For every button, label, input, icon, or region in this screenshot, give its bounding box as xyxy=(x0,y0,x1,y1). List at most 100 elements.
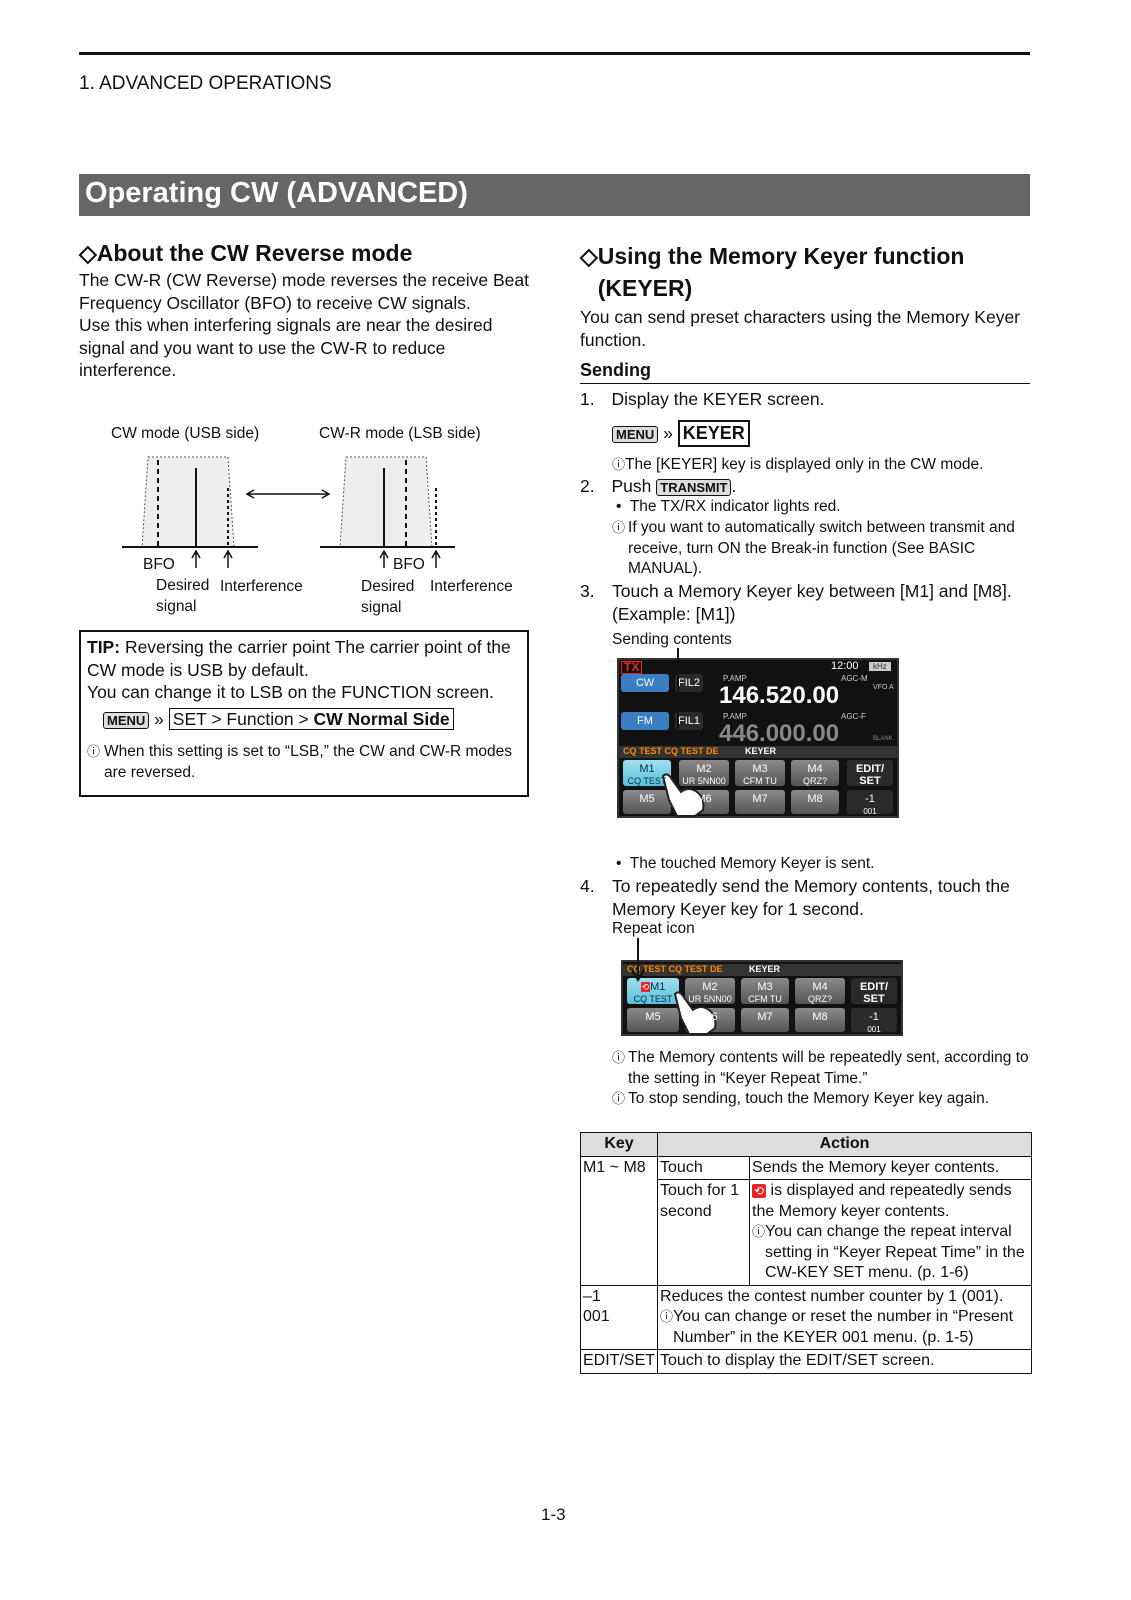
m5-button[interactable]: M5 xyxy=(623,790,671,814)
bullet-sent: • The touched Memory Keyer is sent. xyxy=(616,855,875,872)
note-text: If you want to automatically switch betw… xyxy=(628,519,1015,577)
keyer-menu-path: MENU » KEYER xyxy=(612,420,750,447)
action-cell: Reduces the contest number counter by 1 … xyxy=(657,1284,1032,1350)
keyer-screen: TX 12:00 kHz CW FIL2 P.AMP AGC-M 146.520… xyxy=(617,658,899,818)
step-1: 1. Display the KEYER screen. xyxy=(580,388,825,411)
cw-reverse-para2: Use this when interfering signals are ne… xyxy=(79,315,493,380)
tx-indicator: TX xyxy=(621,661,643,674)
m7-button[interactable]: M7 xyxy=(741,1008,789,1032)
mode-cw-button[interactable]: CW xyxy=(621,674,669,692)
note-text: You can change or reset the number in “P… xyxy=(673,1308,1014,1346)
tip-text: Reversing the carrier point The carrier … xyxy=(87,637,511,680)
menu-key[interactable]: MENU xyxy=(103,711,150,729)
hand-pointer-icon xyxy=(661,773,705,817)
cw-reverse-title: ◇About the CW Reverse mode xyxy=(79,240,413,266)
pointer-arrow xyxy=(631,938,645,982)
bullet-txrx: • The TX/RX indicator lights red. xyxy=(616,498,841,515)
interference-label-usb: Interference xyxy=(220,578,303,595)
separator: » xyxy=(663,423,673,443)
info-icon: ⓘ xyxy=(660,1309,674,1324)
bullet-text: The TX/RX indicator lights red. xyxy=(629,498,841,515)
table-row: Touch for 1 second⟲ is displayed and rep… xyxy=(581,1179,1032,1286)
direction-arrow xyxy=(245,489,331,499)
tip-note: When this setting is set to “LSB,” the C… xyxy=(104,743,513,781)
page-number: 1-3 xyxy=(541,1505,566,1524)
sub-frequency: 446.000.00 xyxy=(719,720,840,747)
filter-button[interactable]: FIL1 xyxy=(675,712,703,730)
action-type: Touch xyxy=(657,1155,751,1180)
action-type: Touch for 1 second xyxy=(657,1179,751,1286)
mode-fm-button[interactable]: FM xyxy=(621,712,669,730)
lsb-passband xyxy=(320,456,455,568)
info-icon: ⓘ xyxy=(612,520,626,535)
usb-passband xyxy=(122,456,258,568)
info-icon: ⓘ xyxy=(612,457,626,472)
usb-label: CW mode (USB side) xyxy=(111,425,260,442)
step-2: 2. Push TRANSMIT. xyxy=(580,476,737,496)
step-number: 4. xyxy=(580,876,595,896)
note-keyer-cw: ⓘThe [KEYER] key is displayed only in th… xyxy=(612,455,983,476)
filter-button[interactable]: FIL2 xyxy=(675,674,703,692)
sending-contents-label: Sending contents xyxy=(612,631,732,648)
action-cell: ⟲ is displayed and repeatedly sends the … xyxy=(749,1179,1032,1286)
diamond-icon: ◇ xyxy=(580,243,598,269)
edit-set-button[interactable]: EDIT/SET xyxy=(847,760,893,787)
lsb-label: CW-R mode (LSB side) xyxy=(319,425,481,442)
desired-label-lsb: Desired signal xyxy=(361,578,415,616)
pointer-arrow xyxy=(671,648,685,748)
note-text: You can change the repeat interval setti… xyxy=(765,1223,1025,1281)
note-text: The Memory contents will be repeatedly s… xyxy=(628,1049,1029,1087)
vfo-label: VFO A xyxy=(873,684,894,691)
keyer-text: CQ TEST CQ TEST DE xyxy=(627,964,723,974)
action-cell: Sends the Memory keyer contents. xyxy=(749,1155,1032,1180)
bullet-text: The touched Memory Keyer is sent. xyxy=(629,855,875,872)
repeat-icon-label: Repeat icon xyxy=(612,920,695,937)
m5-button[interactable]: M5 xyxy=(627,1008,679,1032)
blank-label: BLANK xyxy=(873,736,893,742)
action-cell: Touch to display the EDIT/SET screen. xyxy=(657,1349,1032,1374)
tip-label: TIP: xyxy=(87,637,121,657)
tip-text2: You can change it to LSB on the FUNCTION… xyxy=(87,682,494,702)
keyer-text: CQ TEST CQ TEST DE xyxy=(623,746,719,756)
info-icon: ⓘ xyxy=(612,1091,626,1106)
m8-button[interactable]: M8 xyxy=(795,1008,845,1032)
step-number: 1. xyxy=(580,389,595,409)
memory-keyer-intro: You can send preset characters using the… xyxy=(580,307,1021,350)
m8-button[interactable]: M8 xyxy=(791,790,839,814)
menu-key[interactable]: MENU xyxy=(612,426,659,443)
bfo-label-lsb: BFO xyxy=(393,556,425,573)
note-text: The [KEYER] key is displayed only in the… xyxy=(625,456,984,473)
tip-box: TIP: Reversing the carrier point The car… xyxy=(79,630,529,797)
repeat-icon: ⟲ xyxy=(640,982,651,992)
step-text: Touch a Memory Keyer key between [M1] an… xyxy=(612,581,1012,624)
sending-heading: Sending xyxy=(580,360,1030,384)
cw-reverse-para1: The CW-R (CW Reverse) mode reverses the … xyxy=(79,270,529,313)
edit-set-button[interactable]: EDIT/SET xyxy=(851,978,897,1005)
repeat-icon: ⟲ xyxy=(752,1184,767,1198)
hand-pointer-icon xyxy=(673,991,717,1035)
step-4: 4.To repeatedly send the Memory contents… xyxy=(580,875,1032,920)
header-action: Action xyxy=(657,1132,1032,1157)
info-icon: ⓘ xyxy=(752,1224,766,1239)
transmit-key[interactable]: TRANSMIT xyxy=(656,479,732,496)
step-number: 2. xyxy=(580,476,595,496)
keyer-key[interactable]: KEYER xyxy=(677,420,750,447)
agc-label: AGC-M xyxy=(841,674,868,683)
clock: 12:00 xyxy=(831,660,859,672)
m7-button[interactable]: M7 xyxy=(735,790,785,814)
